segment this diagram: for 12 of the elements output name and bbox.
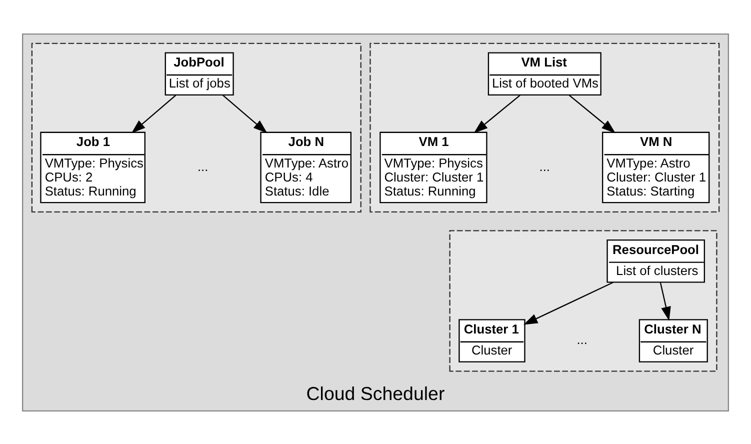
arrow [222, 94, 268, 133]
cluster [31, 42, 362, 212]
cluster [370, 42, 720, 212]
arrow [568, 94, 616, 133]
arrow [474, 94, 520, 133]
label: ... [197, 158, 208, 174]
arrow [660, 282, 671, 320]
cluster [449, 230, 718, 372]
arrow [523, 281, 614, 324]
label: ... [539, 158, 550, 174]
label: ... [576, 332, 588, 346]
arrow [131, 94, 176, 133]
